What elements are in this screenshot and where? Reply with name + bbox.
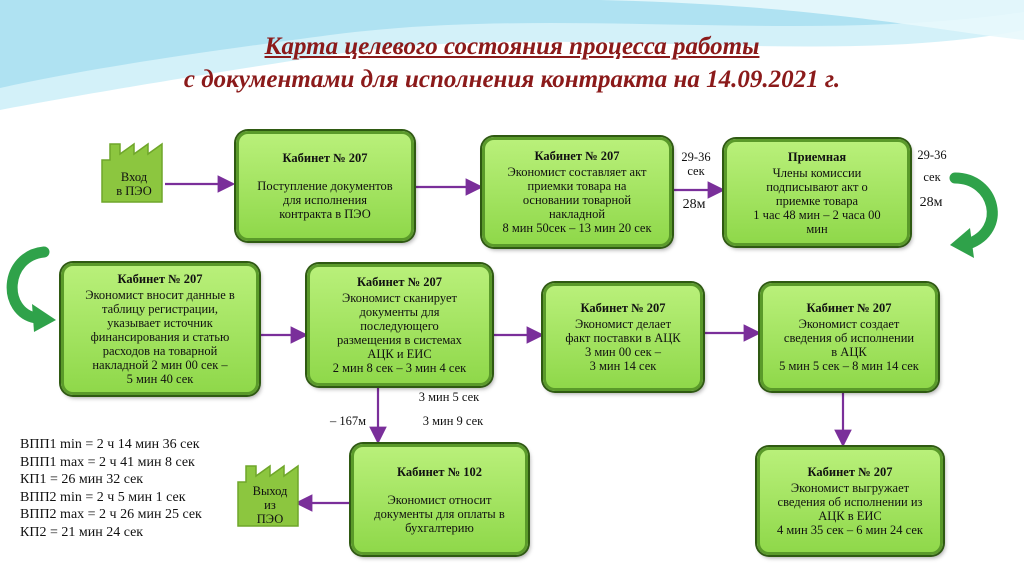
label-text: сек	[923, 170, 941, 184]
process-box-scanning: Кабинет № 207 Экономист сканирует докуме…	[307, 264, 492, 386]
process-box-receive-docs: Кабинет № 207 Поступление документов для…	[236, 131, 414, 241]
box-text: расходов на товарной	[102, 344, 218, 358]
process-box-reception: Приемная Члены комиссии подписывают акт …	[724, 139, 910, 246]
box-text: размещения в системах	[337, 333, 462, 347]
box-text: документы для	[359, 305, 440, 319]
box-text: 3 мин 00 сек –	[584, 345, 662, 359]
box-text: Поступление документов	[257, 179, 393, 193]
box-text: последующего	[360, 319, 439, 333]
box-text: 3 мин 14 сек	[589, 359, 657, 373]
box-text: Члены комиссии	[772, 165, 862, 180]
box-text: накладной 2 мин 00 сек –	[92, 358, 228, 372]
box-text: приемки товара на	[527, 179, 627, 193]
box-heading: Кабинет № 207	[356, 275, 443, 289]
box-text: факт поставки в АЦК	[565, 331, 681, 345]
distance-label-3: – 167м	[329, 414, 367, 428]
box-text: финансирования и статью	[90, 330, 230, 344]
stat-line: ВПП2 min = 2 ч 5 мин 1 сек	[20, 489, 186, 505]
process-box-registration: Кабинет № 207 Экономист вносит данные в …	[61, 263, 259, 395]
exit-line-2: из	[264, 498, 276, 512]
box-text: Экономист создает	[798, 317, 900, 331]
box-heading: Кабинет № 207	[806, 301, 892, 315]
box-text: таблицу регистрации,	[102, 302, 218, 316]
box-text: контракта в ПЭО	[279, 207, 371, 221]
box-heading: Кабинет № 207	[580, 301, 666, 315]
process-box-accounting: Кабинет № 102 Экономист относит документ…	[351, 444, 528, 555]
page-title: Карта целевого состояния процесса работы…	[0, 30, 1024, 96]
box-text: 1 час 48 мин – 2 часа 00	[753, 207, 881, 222]
box-text: бухгалтерию	[405, 520, 474, 535]
box-text: накладной	[548, 207, 606, 221]
box-text: мин	[806, 221, 828, 236]
box-text: подписывают акт о	[766, 179, 868, 194]
box-heading: Кабинет № 207	[534, 149, 620, 163]
box-heading: Кабинет № 207	[117, 272, 203, 286]
box-text: Экономист относит	[387, 492, 492, 507]
exit-factory-icon: Выход из ПЭО	[236, 462, 304, 528]
stat-line: ВПП1 min = 2 ч 14 мин 36 сек	[20, 437, 200, 452]
box-text: Экономист сканирует	[342, 291, 457, 305]
label-text: 29-36	[681, 150, 711, 164]
title-line-1: Карта целевого состояния процесса работы	[264, 33, 760, 60]
exit-line-1: Выход	[252, 484, 288, 498]
entry-line-2: в ПЭО	[116, 184, 152, 198]
exit-line-3: ПЭО	[256, 512, 284, 526]
box-text: основании товарной	[522, 193, 632, 207]
box-heading: Кабинет № 207	[282, 151, 368, 165]
box-text: 5 мин 40 сек	[126, 372, 194, 386]
distance-label-1: 28м	[682, 197, 706, 212]
box-heading: Кабинет № 102	[396, 464, 483, 479]
box-text: Экономист составляет акт	[507, 165, 647, 179]
box-text: для исполнения	[282, 193, 368, 207]
entry-factory-icon: Вход в ПЭО	[100, 140, 168, 204]
box-heading: Приемная	[787, 149, 847, 164]
process-box-export-eis: Кабинет № 207 Экономист выгружает сведен…	[757, 447, 943, 555]
curved-arrow-right-icon	[949, 172, 998, 258]
entry-line-1: Вход	[120, 170, 148, 184]
distance-label-2: 28м	[919, 195, 943, 210]
box-text: 2 мин 8 сек – 3 мин 4 сек	[332, 361, 467, 375]
stat-line: КП2 = 21 мин 24 сек	[20, 524, 144, 540]
box-text: АЦК и ЕИС	[367, 347, 432, 361]
curved-arrow-left-icon	[6, 246, 56, 332]
label-text: сек	[687, 164, 705, 178]
header-wave-decoration	[0, 0, 1024, 110]
process-box-execution-info: Кабинет № 207 Экономист создает сведения…	[760, 283, 938, 391]
box-text: сведения об исполнении из	[777, 495, 923, 509]
stat-line: КП1 = 26 мин 32 сек	[20, 472, 144, 487]
label-text: 29-36	[917, 148, 947, 162]
stat-line: ВПП2 max = 2 ч 26 мин 25 сек	[20, 507, 202, 522]
box-text: сведения об исполнении	[783, 331, 915, 345]
box-text: приемке товара	[775, 193, 859, 208]
box-heading: Кабинет № 207	[807, 465, 893, 479]
scan-time-label-2: 3 мин 9 сек	[422, 414, 484, 428]
box-text: Экономист вносит данные в	[85, 288, 235, 302]
wait-time-label-2: 29-36 сек	[912, 148, 952, 184]
box-text: 5 мин 5 сек – 8 мин 14 сек	[779, 359, 919, 373]
process-box-delivery-fact: Кабинет № 207 Экономист делает факт пост…	[543, 283, 703, 391]
box-text: Экономист делает	[574, 317, 672, 331]
process-box-acceptance-act: Кабинет № 207 Экономист составляет акт п…	[482, 137, 672, 247]
title-line-2: с документами для исполнения контракта н…	[183, 66, 841, 93]
box-text: указывает источник	[107, 316, 213, 330]
wait-time-label-1: 29-36 сек	[676, 150, 716, 178]
box-text: документы для оплаты в	[374, 506, 505, 521]
box-text: 8 мин 50сек – 13 мин 20 сек	[502, 221, 652, 235]
scan-time-label-1: 3 мин 5 сек	[418, 390, 480, 404]
box-text: 4 мин 35 сек – 6 мин 24 сек	[777, 523, 923, 537]
box-text: в АЦК	[831, 345, 867, 359]
box-text: АЦК в ЕИС	[818, 509, 882, 523]
summary-stats: ВПП1 min = 2 ч 14 мин 36 сек ВПП1 max = …	[20, 436, 202, 541]
box-text: Экономист выгружает	[790, 481, 910, 495]
stat-line: ВПП1 max = 2 ч 41 мин 8 сек	[20, 454, 195, 470]
